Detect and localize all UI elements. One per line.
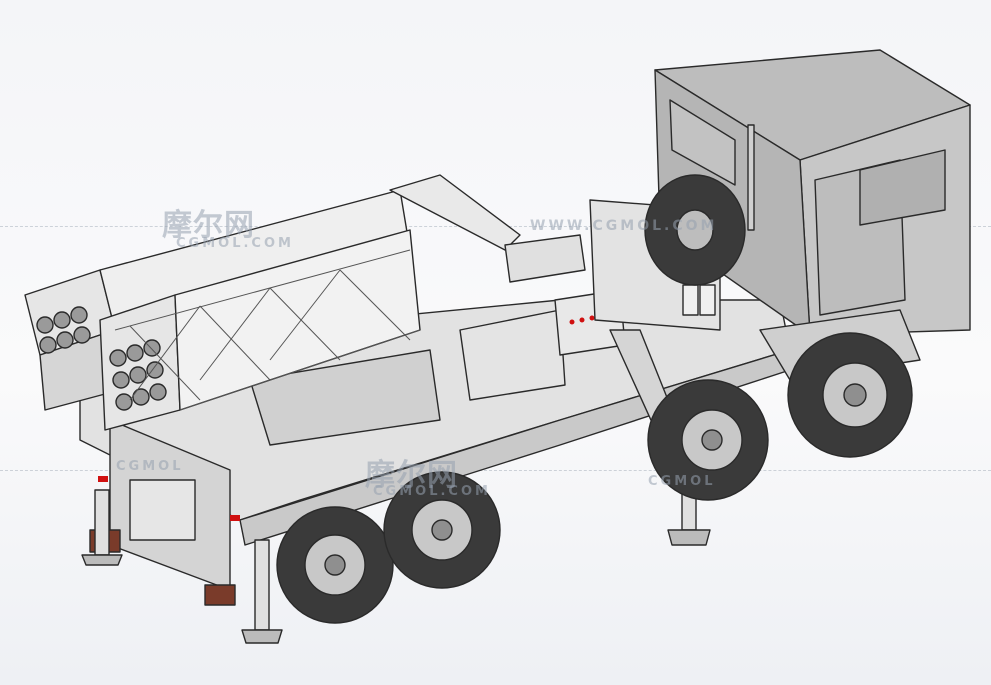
cab-window-front [859,149,946,226]
launcher-frame-lattice [114,249,421,411]
wheel-mid [647,379,769,501]
rear-leg-right [254,539,270,631]
rear-hatch [129,479,196,541]
rear-plate-right [204,584,236,606]
cab-window-side [669,99,736,186]
watermark-guide-line [0,470,991,471]
storage-drawer-1 [682,284,699,316]
rocket-tubes-right [109,339,167,411]
launcher-base [249,349,441,446]
wheel-front [787,332,913,458]
spare-hub [676,209,714,251]
storage-drawer-2 [699,284,716,316]
front-foot [667,529,711,546]
wheel-rear-2 [383,471,501,589]
rocket-tubes-left [36,306,91,354]
rear-foot-right [241,629,283,644]
rear-leg-left [94,489,110,556]
top-container [389,174,521,251]
wheel-rear-1 [276,506,394,624]
rear-light-right [230,515,240,521]
rear-foot-left [81,554,123,566]
equipment-box [459,309,566,401]
sight-box [504,234,586,283]
rear-light-left [98,476,108,482]
exhaust-pipe [747,124,755,231]
